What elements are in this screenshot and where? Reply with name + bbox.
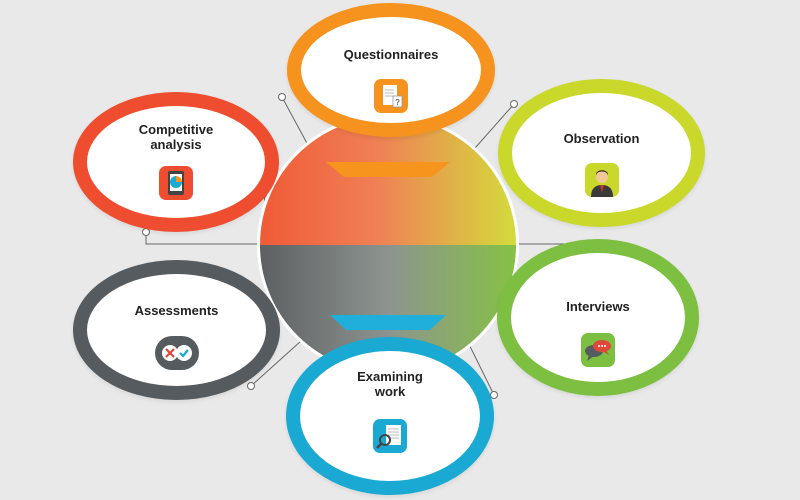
node-label-competitive-analysis: Competitive analysis — [138, 122, 214, 152]
node-assessments: Assessments — [73, 260, 280, 400]
document-question-icon: ? — [374, 79, 408, 113]
speech-bubbles-icon — [581, 333, 615, 367]
node-label-examining-work: Examining work — [357, 369, 423, 399]
node-label-assessments: Assessments — [134, 303, 219, 318]
node-label-questionnaires: Questionnaires — [343, 47, 439, 62]
node-label-observation: Observation — [563, 131, 640, 146]
node-questionnaires: Questionnaires ? — [287, 3, 495, 137]
hub-top-cap — [326, 162, 450, 177]
person-icon — [584, 163, 619, 197]
node-label-interviews: Interviews — [566, 299, 630, 314]
node-observation: Observation — [498, 79, 705, 227]
node-interviews: Interviews — [497, 239, 699, 396]
cross-check-icon — [154, 336, 199, 370]
tablet-chart-icon — [159, 166, 193, 200]
node-competitive-analysis: Competitive analysis — [73, 92, 279, 232]
magnifier-document-icon — [373, 419, 407, 453]
node-examining-work: Examining work — [286, 337, 494, 495]
svg-text:?: ? — [395, 98, 400, 107]
hub-bottom-cap — [330, 315, 446, 330]
